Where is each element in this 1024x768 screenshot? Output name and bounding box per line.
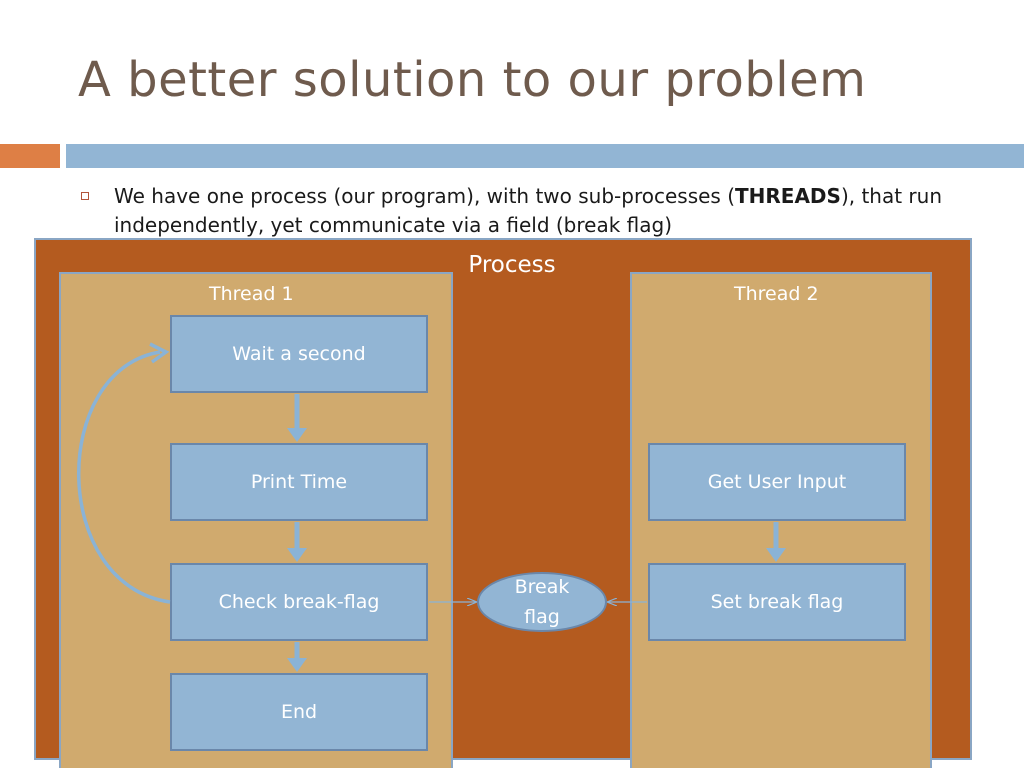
break-flag-line1: Break [514, 576, 570, 598]
arrow-print-to-check [287, 522, 307, 562]
bullet-text-part2: ), that run independently, yet communica… [114, 184, 943, 237]
get-user-input-box: Get User Input [648, 443, 906, 521]
slide-title: A better solution to our problem [78, 52, 867, 108]
accent-bar-blue [66, 144, 1024, 168]
arrow-input-to-set [766, 522, 786, 562]
print-time-box: Print Time [170, 443, 428, 521]
break-flag-ellipse: Break flag [477, 572, 607, 632]
end-box: End [170, 673, 428, 751]
bullet-square-icon [81, 192, 89, 200]
thread1-label: Thread 1 [209, 283, 294, 305]
accent-bar-orange [0, 144, 60, 168]
break-flag-line2: flag [524, 606, 560, 628]
loop-arrow-check-to-wait [77, 342, 171, 604]
thread2-label: Thread 2 [734, 283, 819, 305]
bullet-text: We have one process (our program), with … [114, 182, 974, 240]
arrow-check-to-end [287, 642, 307, 672]
bullet-text-part1: We have one process (our program), with … [114, 184, 735, 208]
arrow-wait-to-print [287, 394, 307, 442]
wait-a-second-box: Wait a second [170, 315, 428, 393]
check-break-flag-box: Check break-flag [170, 563, 428, 641]
set-break-flag-box: Set break flag [648, 563, 906, 641]
process-label: Process [468, 252, 556, 278]
bullet-text-bold: THREADS [735, 184, 841, 208]
